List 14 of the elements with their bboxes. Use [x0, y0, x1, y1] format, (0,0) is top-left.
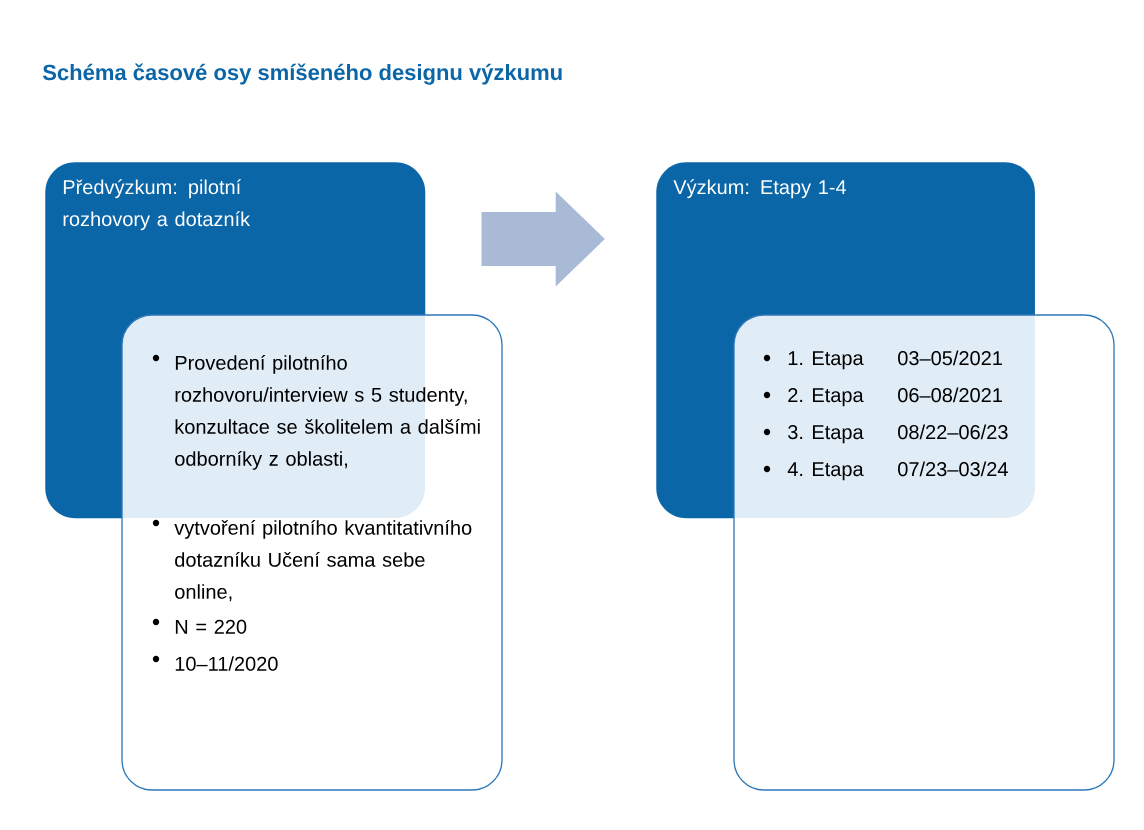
node-label: 07/23–03/24	[898, 461, 1008, 477]
node-label: 06–08/2021	[898, 387, 1002, 403]
node-label: 4. Etapa	[787, 462, 864, 481]
node-label: N = 220	[175, 619, 247, 634]
node-label: 3. Etapa	[788, 425, 864, 444]
node-label: vytvoření pilotního kvantitativního dotazníku Učení sama sebe online,	[174, 519, 472, 602]
node-label: 10–11/2020	[175, 656, 278, 671]
list-box: 1. Etapa 03–05/2021 2. Etapa 06–08/2021 3. Etapa 08/22–06/23 4. Etapa 07/23–03/24	[733, 314, 1115, 791]
node-label: 03–05/2021	[898, 350, 1002, 366]
list-box: Provedení pilotního rozhovoru/interview s 5 studenty, konzultace se školitelem a dalšími odborníky z oblasti, vytvoření pilotního kvantitativního dotazníku Učení sama sebe online, N = 220 10–11/2020	[121, 314, 503, 791]
node-label: 1. Etapa	[788, 351, 864, 370]
node-label: 2. Etapa	[788, 388, 864, 407]
title: Schéma časové osy smíšeného designu výzkumu	[42, 63, 562, 85]
node-label: 08/22–06/23	[898, 424, 1008, 440]
